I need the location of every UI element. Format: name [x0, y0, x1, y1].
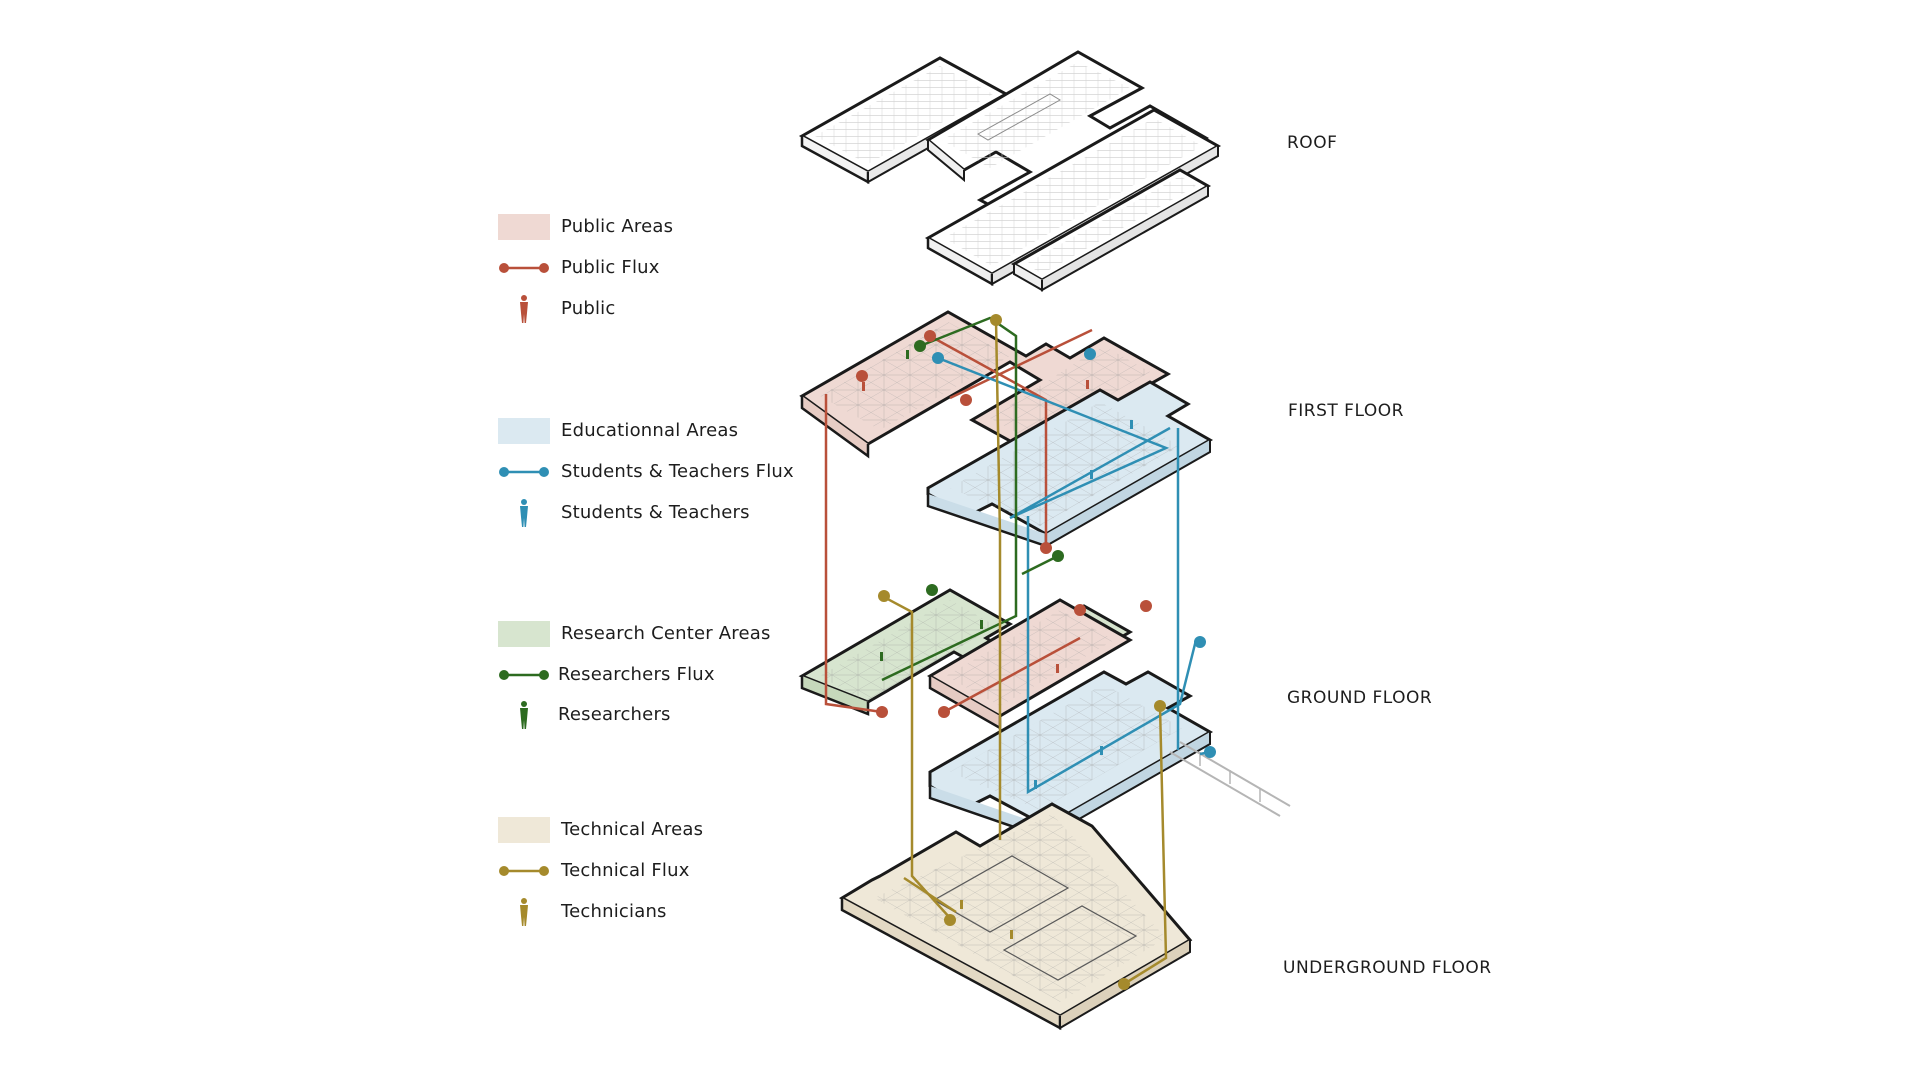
ground-floor-educational-wing	[928, 670, 1214, 840]
legend-label: Students & Teachers	[561, 502, 750, 523]
first-floor-public-wing	[799, 310, 1172, 459]
floor-label-roof: ROOF	[1287, 133, 1338, 153]
legend-label: Public Areas	[561, 216, 674, 237]
first-floor-educational-wing	[926, 380, 1214, 548]
ground-floor-bridge	[1169, 741, 1291, 817]
ground-floor-research-wing	[798, 588, 1134, 716]
roof-narrow-bar	[1010, 168, 1212, 292]
floor-label-ground: GROUND FLOOR	[1287, 688, 1433, 708]
educational-areas-swatch	[498, 418, 550, 444]
legend-label: Researchers	[558, 704, 671, 725]
legend-label: Research Center Areas	[561, 623, 771, 644]
researchers-flux-line-icon	[499, 670, 549, 680]
research-areas-swatch	[498, 621, 550, 647]
legend-label: Students & Teachers Flux	[561, 461, 794, 482]
technical-flux-line-icon	[499, 866, 549, 876]
researchers-flux-lines	[881, 316, 1059, 682]
students-flux-lines	[937, 356, 1211, 795]
legend-label: Technical Areas	[561, 819, 704, 840]
legend-label: Technical Flux	[561, 860, 690, 881]
public-flux-lines	[824, 328, 1093, 714]
roof-slab	[798, 50, 1222, 292]
underground-floor-slab	[838, 802, 1193, 1031]
researcher-person-icon	[520, 701, 528, 729]
legend-label: Technicians	[561, 901, 667, 922]
roof-center-wing	[925, 50, 1209, 234]
roof-wing-left	[798, 56, 1010, 185]
first-floor-slab	[799, 310, 1214, 548]
students-flux-line-icon	[499, 467, 549, 477]
floor-label-underground: UNDERGROUND FLOOR	[1283, 958, 1492, 978]
roof-long-bar	[924, 108, 1222, 287]
floor-label-first: FIRST FLOOR	[1288, 401, 1404, 421]
legend-label: Educationnal Areas	[561, 420, 739, 441]
technical-areas-swatch	[498, 817, 550, 843]
legend-label: Researchers Flux	[558, 664, 715, 685]
student-person-icon	[520, 499, 528, 527]
ground-floor-public-wing	[927, 598, 1133, 731]
public-areas-swatch	[498, 214, 550, 240]
legend-label: Public	[561, 298, 616, 319]
flux-nodes	[856, 314, 1216, 990]
public-flux-line-icon	[499, 263, 549, 273]
technical-flux-lines	[881, 319, 1168, 986]
public-person-icon	[520, 295, 528, 323]
technician-person-icon	[520, 898, 528, 926]
ground-floor-slab	[798, 588, 1291, 840]
people-figures	[862, 350, 1133, 939]
legend-label: Public Flux	[561, 257, 660, 278]
